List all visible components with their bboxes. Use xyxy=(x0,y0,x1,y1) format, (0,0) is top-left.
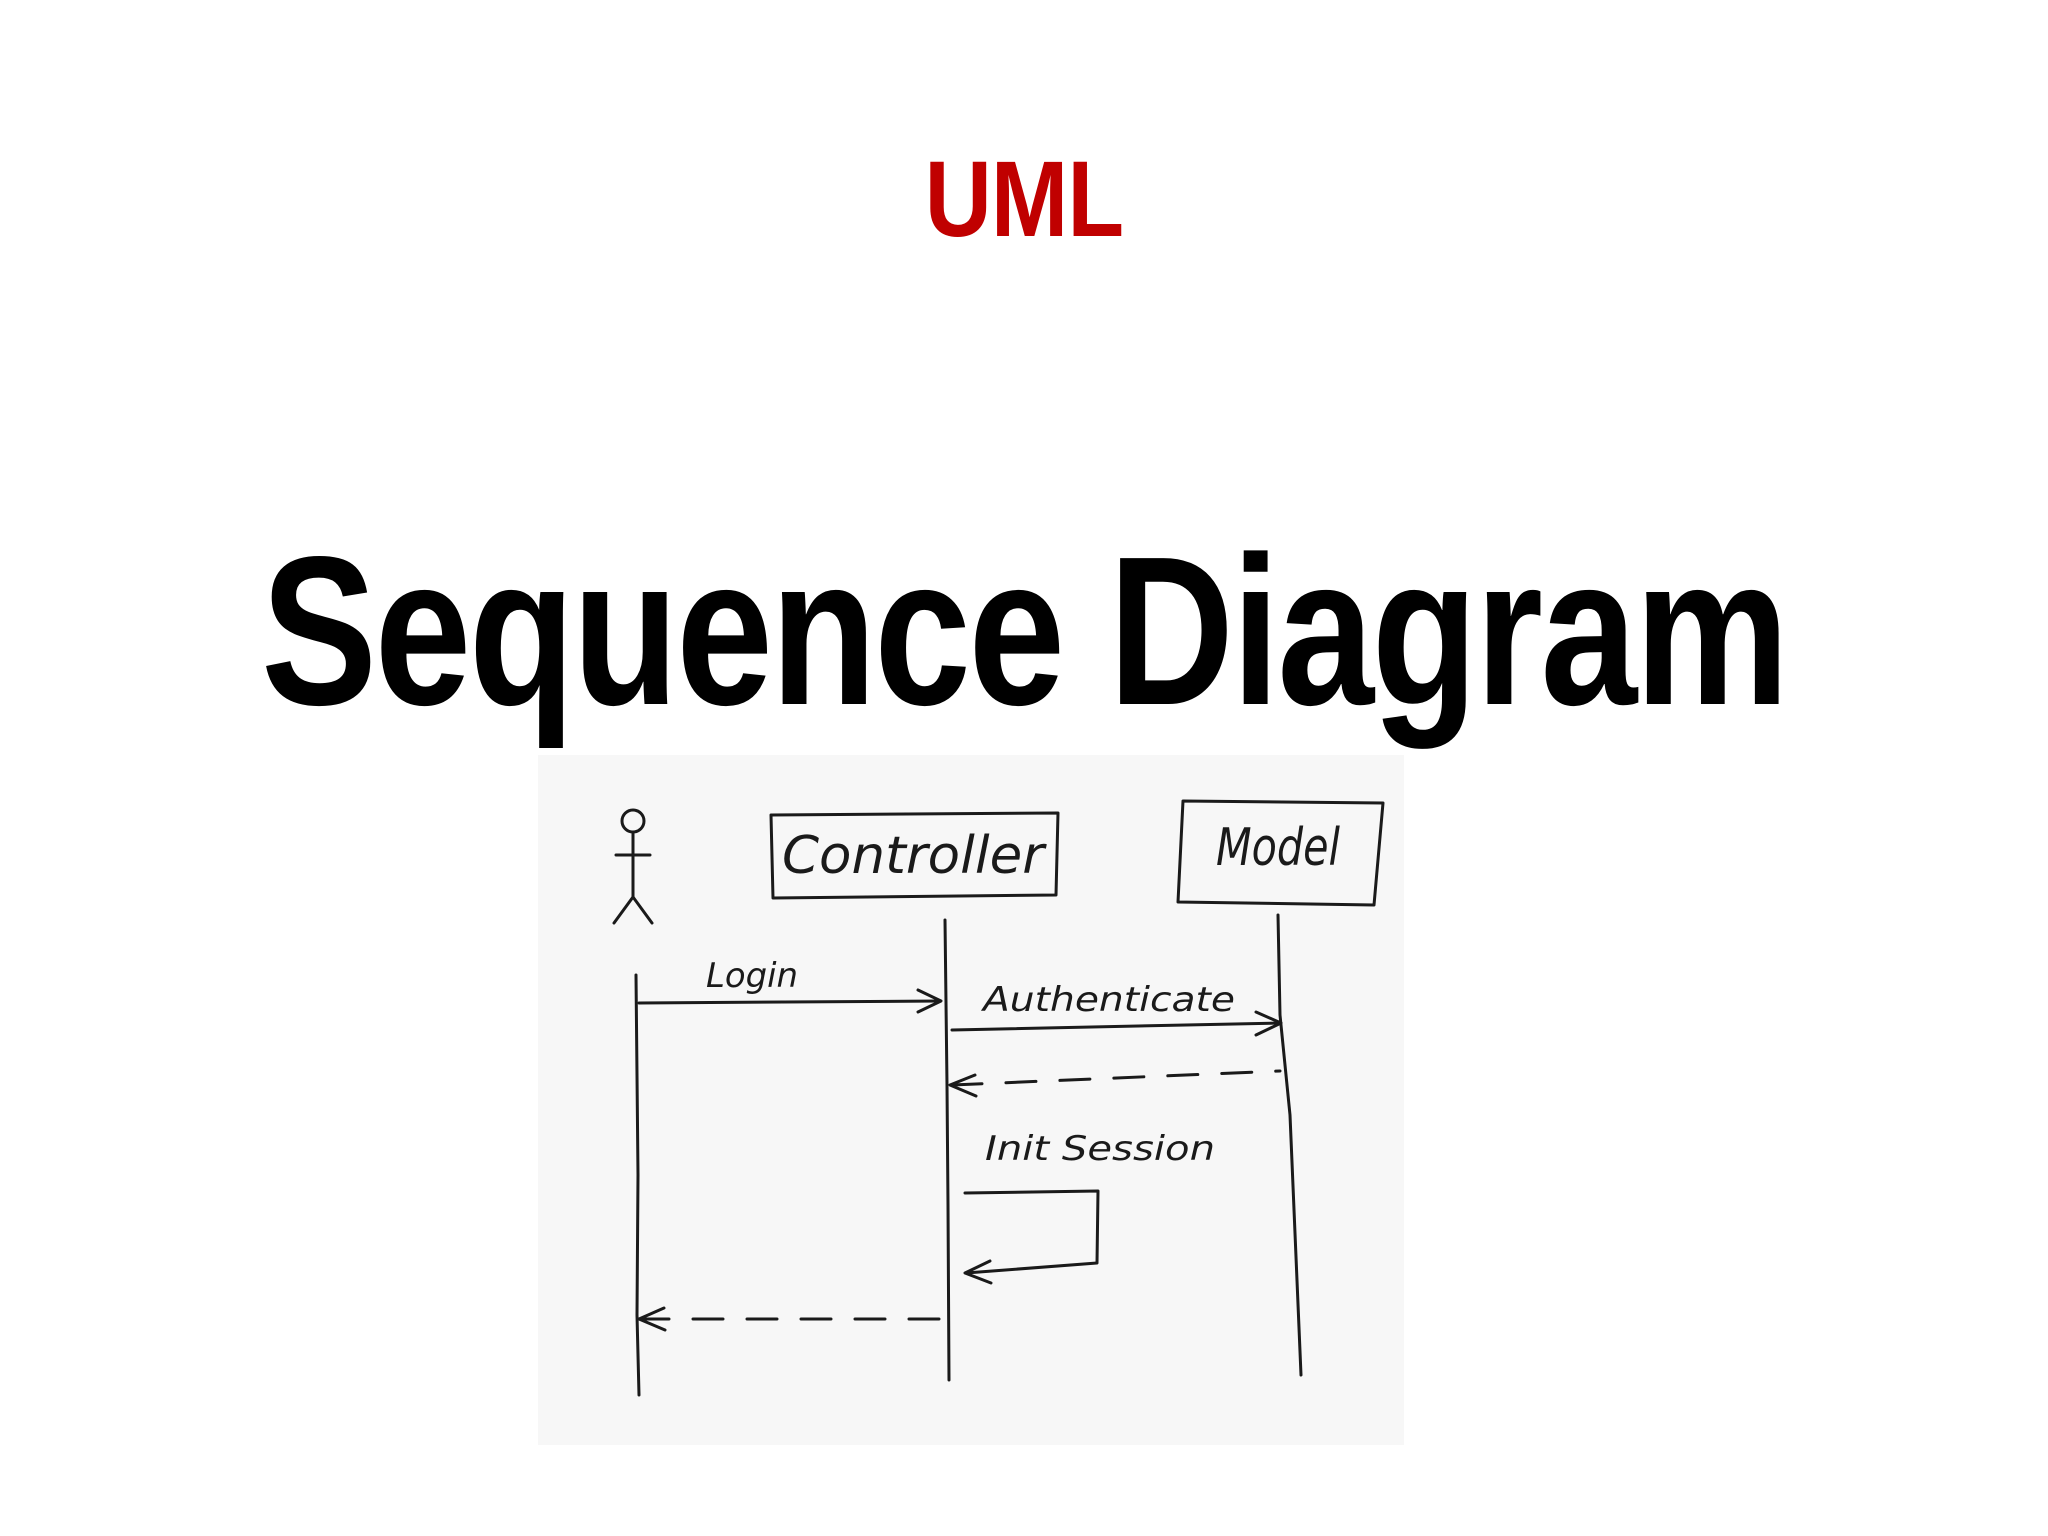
authenticate-label: Authenticate xyxy=(981,980,1235,1020)
init-session-arrowhead-icon xyxy=(963,1259,993,1285)
authenticate-arrowhead-icon xyxy=(1254,1010,1283,1037)
model-box xyxy=(1176,799,1385,907)
slide-kicker: UML xyxy=(924,138,1124,259)
session-return-arrowhead-icon xyxy=(637,1306,667,1332)
login-arrowhead-icon xyxy=(916,988,943,1014)
auth-return-arrow xyxy=(950,1069,1282,1087)
init-session-loop-arrow xyxy=(963,1189,1100,1275)
controller-box xyxy=(769,811,1060,900)
authenticate-arrow xyxy=(950,1021,1282,1032)
model-label: Model xyxy=(1216,818,1340,878)
sequence-diagram-svg: Controller Model Login Authenticate Init… xyxy=(612,799,1385,1397)
slide-title: Sequence Diagram xyxy=(261,512,1789,749)
sequence-diagram-sketch: Controller Model Login Authenticate Init… xyxy=(538,755,1404,1445)
init-session-label: Init Session xyxy=(985,1129,1215,1169)
actor-stick-figure-icon xyxy=(612,808,654,925)
controller-lifeline xyxy=(943,918,951,1382)
auth-return-arrowhead-icon xyxy=(948,1073,978,1098)
controller-label: Controller xyxy=(782,826,1048,886)
model-lifeline xyxy=(1276,913,1303,1377)
login-label: Login xyxy=(706,956,798,996)
actor-lifeline xyxy=(634,973,641,1397)
login-arrow xyxy=(637,999,942,1005)
